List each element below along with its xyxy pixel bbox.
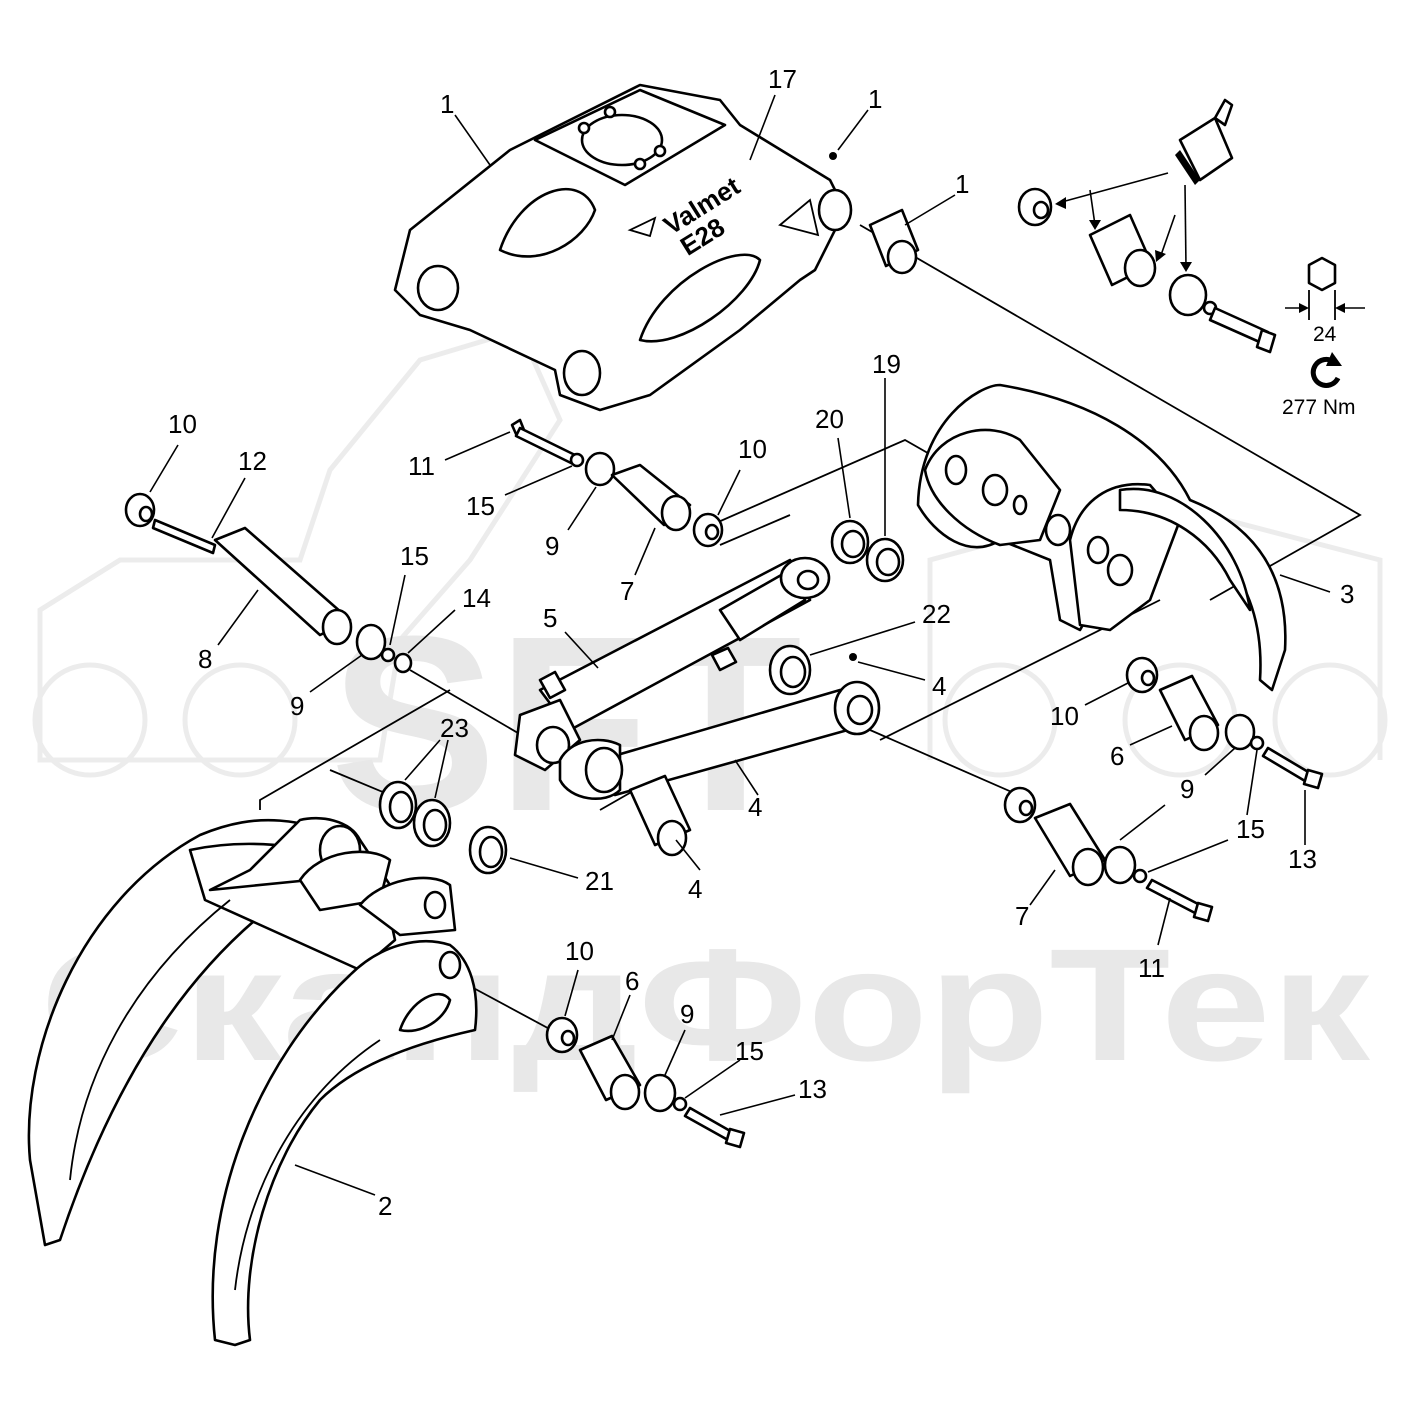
callout-10-top: 10	[738, 434, 767, 464]
callout-23: 23	[440, 713, 469, 743]
callout-9-top: 9	[545, 531, 559, 561]
callout-10-left: 10	[168, 409, 197, 439]
callout-15-left: 15	[400, 541, 429, 571]
callout-22: 22	[922, 599, 951, 629]
frame-part-1: Valmet E28	[393, 83, 853, 412]
pin-assembly-right-upper	[1125, 656, 1324, 790]
callout-2: 2	[378, 1191, 392, 1221]
callout-19: 19	[872, 349, 901, 379]
callout-bushing-1: 1	[955, 169, 969, 199]
callout-9-bottom: 9	[680, 999, 694, 1029]
callout-rod-4: 4	[748, 792, 762, 822]
seals-19-20	[830, 519, 905, 583]
grease-nipple-4	[849, 653, 857, 661]
callout-5: 5	[543, 603, 557, 633]
seals-21-23	[378, 780, 508, 875]
bushing-part-4	[628, 774, 692, 857]
bushing-part-1	[868, 208, 920, 275]
torque-value: 277 Nm	[1282, 396, 1356, 419]
rotate-clockwise-icon	[1310, 352, 1342, 388]
callout-3: 3	[1340, 579, 1354, 609]
callout-20: 20	[815, 404, 844, 434]
callout-14: 14	[462, 583, 491, 613]
grease-nipple-1	[829, 152, 837, 160]
wrench-size: 24	[1313, 323, 1337, 346]
pin-assembly-bottom	[545, 1016, 746, 1149]
pin-assembly-right-lower	[1003, 786, 1214, 923]
callout-15-right: 15	[1236, 814, 1265, 844]
callout-6-right: 6	[1110, 741, 1124, 771]
callout-15-top: 15	[466, 491, 495, 521]
callout-frame-1: 1	[440, 89, 454, 119]
callout-10-bottom: 10	[565, 936, 594, 966]
callout-8: 8	[198, 644, 212, 674]
callout-13-right: 13	[1288, 844, 1317, 874]
torque-spec: 24 277 Nm	[1282, 256, 1365, 419]
callout-11-right: 11	[1138, 953, 1165, 983]
rod-part-4	[558, 680, 881, 800]
callout-15-bottom: 15	[735, 1036, 764, 1066]
callout-17: 17	[768, 64, 797, 94]
callout-nipple-4: 4	[932, 671, 946, 701]
callout-9-right: 9	[1180, 774, 1194, 804]
callout-10-right-upper: 10	[1050, 701, 1079, 731]
watermark-text: СкандФорТек	[40, 915, 1371, 1094]
callout-7-top: 7	[620, 576, 634, 606]
callout-12: 12	[238, 446, 267, 476]
callout-13-bottom: 13	[798, 1074, 827, 1104]
callout-nipple-1: 1	[868, 84, 882, 114]
jaw-part-2	[27, 816, 478, 1347]
callout-9-left: 9	[290, 691, 304, 721]
jaw-part-3	[916, 383, 1287, 692]
hex-bolt-head-icon	[1307, 256, 1337, 292]
callout-bushing-4: 4	[688, 874, 702, 904]
pin-assembly-left	[124, 492, 413, 674]
callout-11-top: 11	[408, 451, 435, 481]
callout-6-bottom: 6	[625, 966, 639, 996]
seal-part-22	[768, 644, 812, 696]
pin-assembly-top	[510, 418, 724, 548]
paint-brush-icon	[1175, 98, 1234, 185]
callout-21: 21	[585, 866, 614, 896]
cylinder-part-5	[513, 556, 831, 772]
callout-7-right: 7	[1015, 901, 1029, 931]
lubrication-detail	[1017, 98, 1277, 354]
